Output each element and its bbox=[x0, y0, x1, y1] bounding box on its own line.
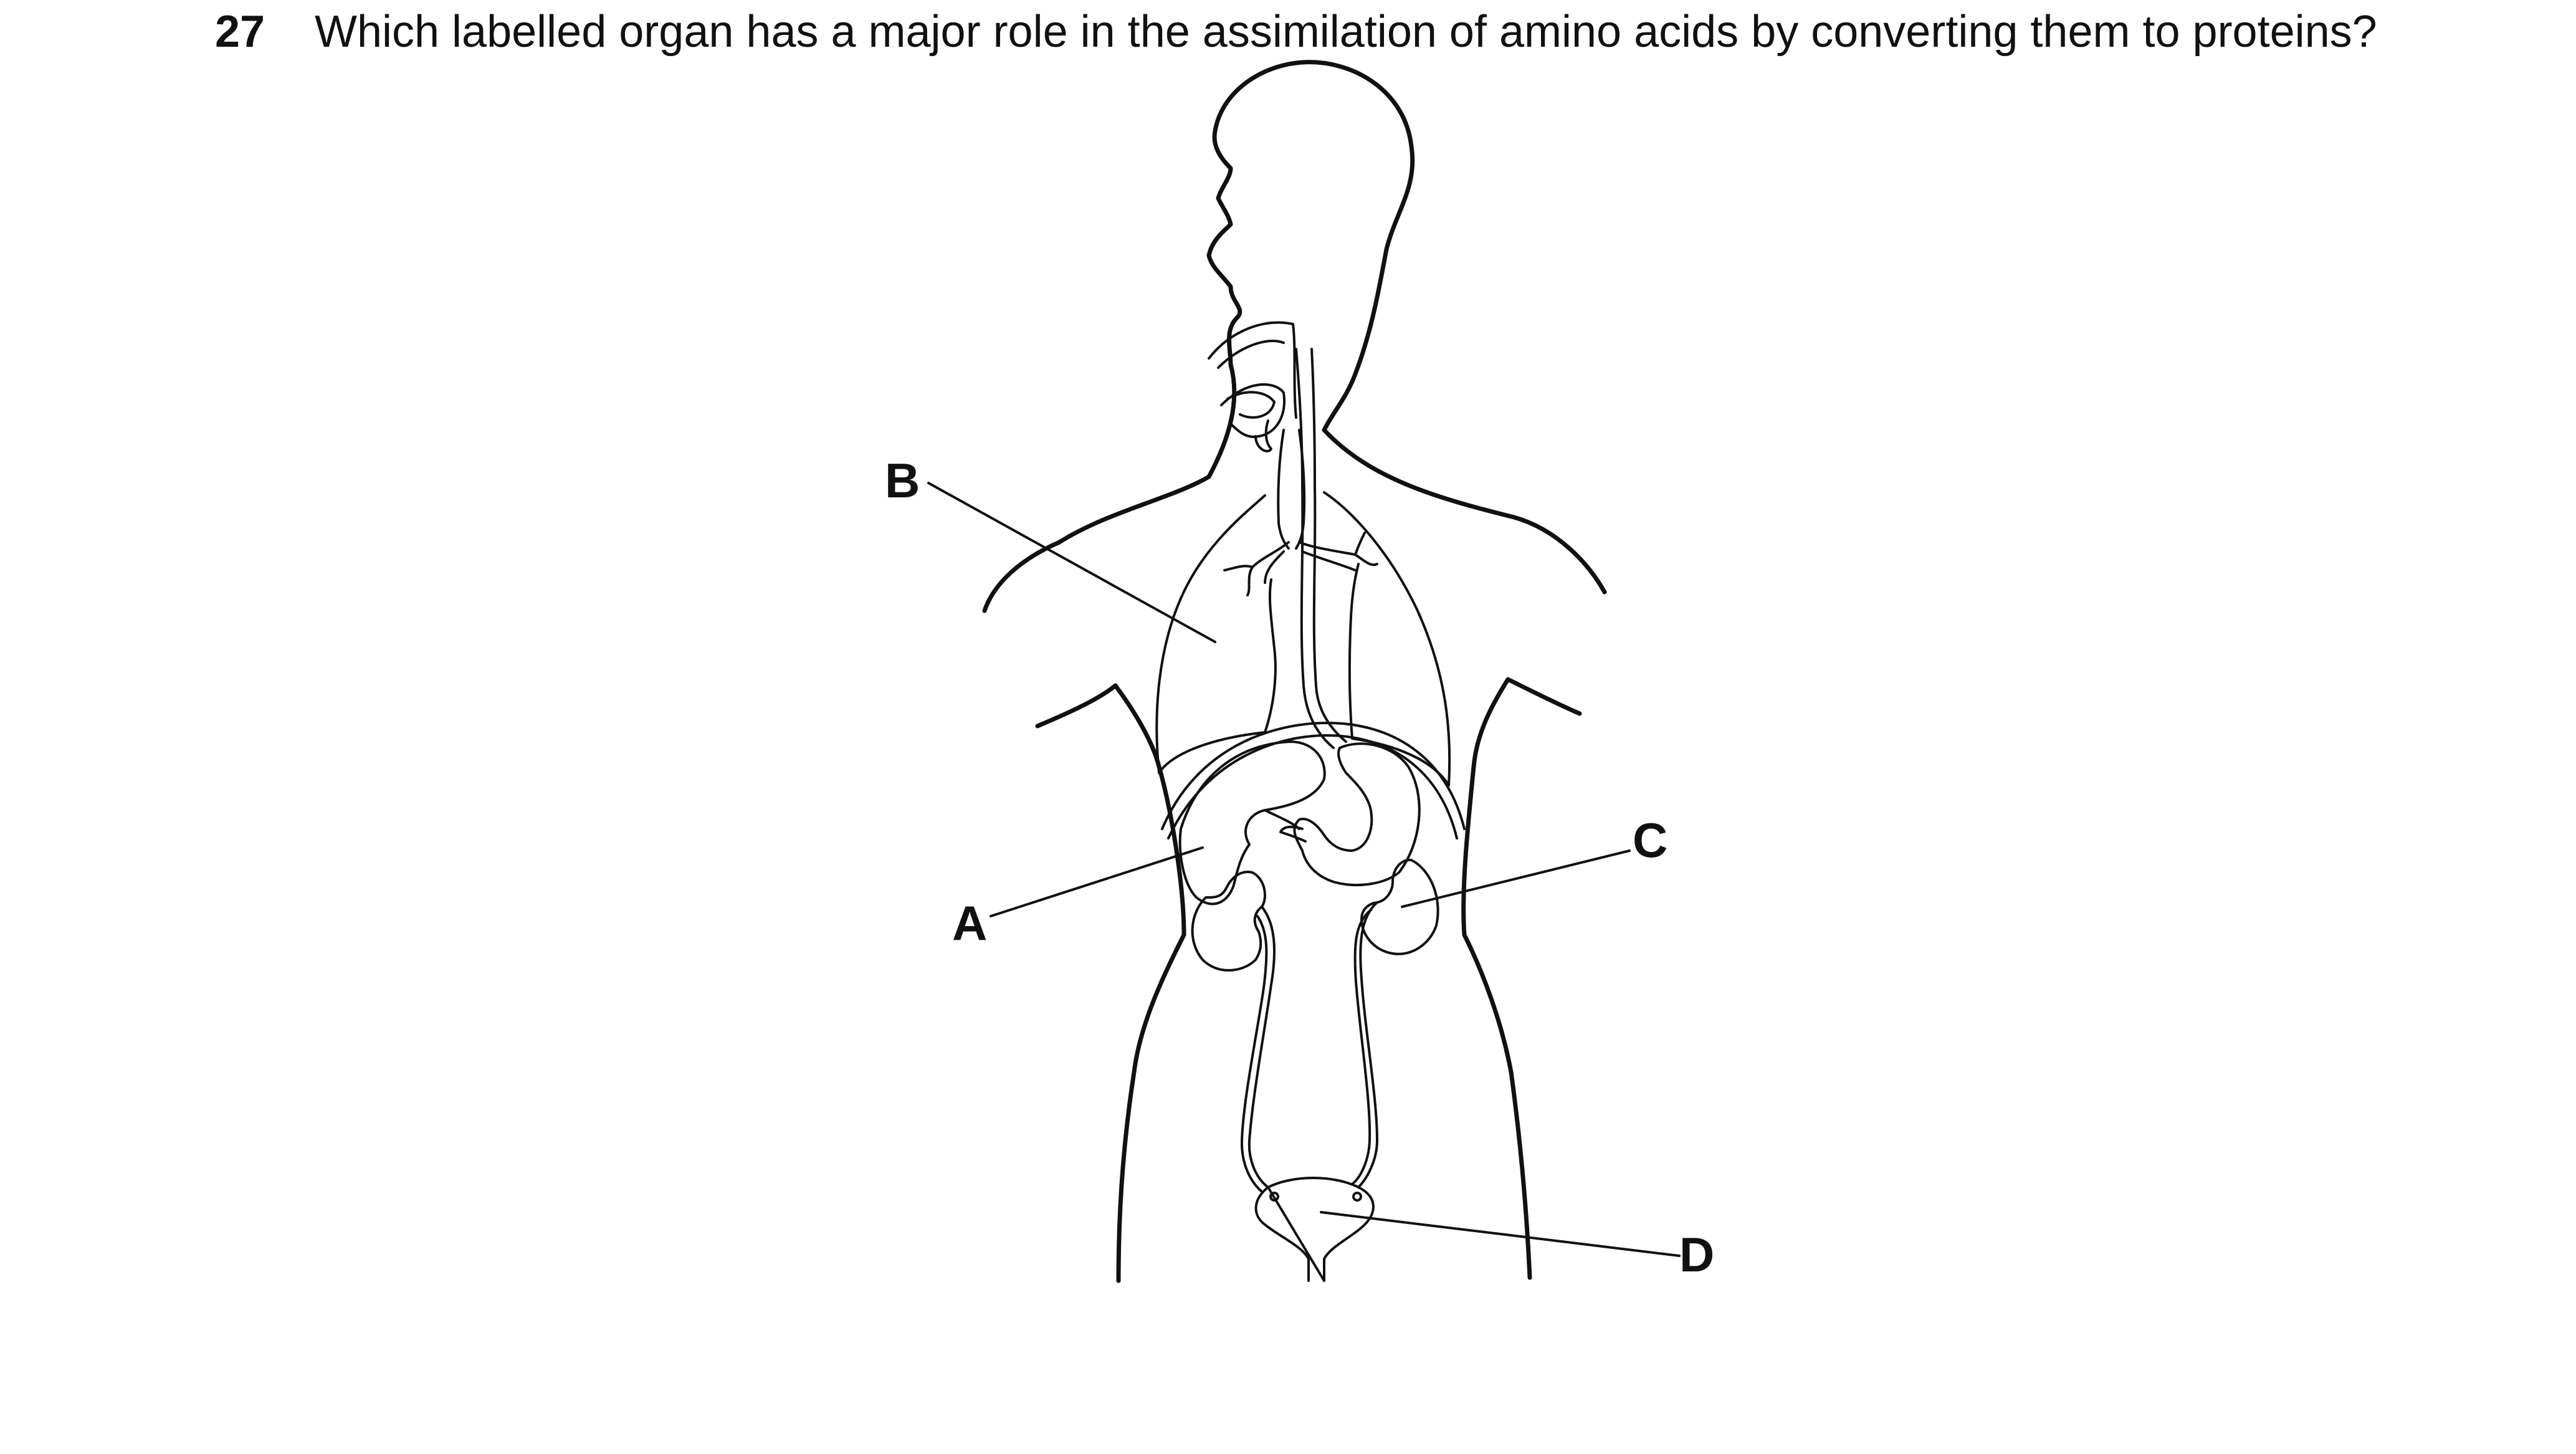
oesophagus-right-wall bbox=[1310, 348, 1347, 743]
nasal-cavity-inner bbox=[1217, 340, 1285, 369]
trachea-right-wall bbox=[1295, 429, 1306, 550]
bladder bbox=[1254, 1177, 1375, 1282]
bronchus-right-inner bbox=[1301, 550, 1357, 572]
question-block: 27 Which labelled organ has a major role… bbox=[0, 0, 2576, 143]
bronchus-right-branch bbox=[1354, 532, 1366, 556]
head-outline bbox=[1206, 60, 1415, 433]
label-c: C bbox=[1633, 813, 1667, 868]
right-shoulder-outline bbox=[1322, 428, 1607, 595]
right-kidney bbox=[1360, 858, 1439, 955]
internal-organs bbox=[1155, 321, 1466, 1282]
leader-lines bbox=[927, 482, 1681, 1257]
right-torso-outline bbox=[1461, 677, 1582, 1280]
question-text: Which labelled organ has a major role in… bbox=[315, 7, 2377, 57]
bladder-ureter-opening-left bbox=[1269, 1192, 1279, 1202]
epiglottis bbox=[1254, 419, 1272, 452]
leader-line-b bbox=[927, 482, 1216, 643]
bladder-ureter-opening-right bbox=[1352, 1192, 1362, 1202]
question-number: 27 bbox=[215, 7, 265, 57]
left-lung bbox=[1155, 494, 1277, 774]
oesophagus-left-wall bbox=[1295, 348, 1335, 749]
leader-line-d bbox=[1320, 1211, 1681, 1257]
left-torso-outline bbox=[1035, 683, 1186, 1283]
label-b: B bbox=[885, 453, 920, 508]
left-shoulder-outline bbox=[982, 362, 1237, 613]
leader-line-a bbox=[990, 846, 1204, 917]
left-kidney bbox=[1191, 871, 1266, 972]
right-ureter-inner bbox=[1351, 909, 1372, 1185]
stomach bbox=[1293, 742, 1421, 886]
duodenum bbox=[1279, 825, 1307, 843]
liver bbox=[1178, 740, 1326, 906]
label-d: D bbox=[1679, 1227, 1714, 1282]
left-ureter-outer bbox=[1247, 906, 1276, 1189]
bronchus-left-branch bbox=[1223, 565, 1254, 572]
mouth-cavity bbox=[1220, 383, 1286, 438]
nasal-cavity bbox=[1208, 321, 1297, 419]
right-lung bbox=[1323, 491, 1451, 787]
trachea-left-wall bbox=[1277, 429, 1290, 550]
leader-line-c bbox=[1401, 849, 1631, 908]
left-ureter-inner bbox=[1240, 915, 1268, 1193]
label-a: A bbox=[952, 896, 987, 950]
body-outline bbox=[982, 60, 1607, 1283]
right-ureter-outer bbox=[1357, 901, 1378, 1189]
tongue bbox=[1226, 391, 1276, 419]
diaphragm-outer bbox=[1161, 722, 1466, 830]
diaphragm-inner bbox=[1167, 734, 1458, 839]
bronchus-left-inner bbox=[1264, 550, 1285, 584]
